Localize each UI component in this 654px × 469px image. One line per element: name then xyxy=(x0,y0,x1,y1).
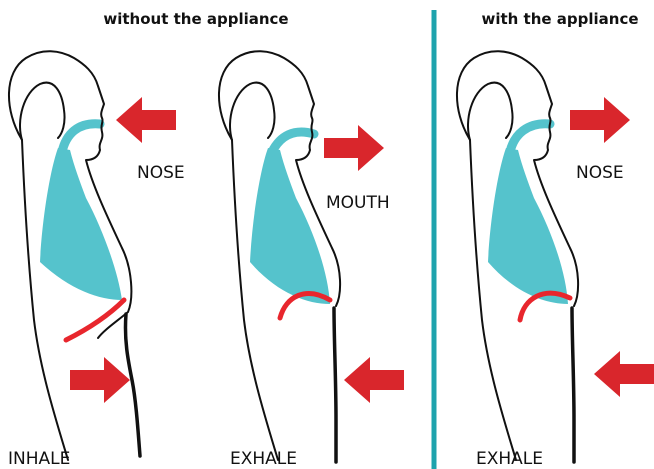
arrow-right-icon xyxy=(70,357,130,403)
airway xyxy=(272,132,314,152)
hair xyxy=(468,83,513,140)
hair xyxy=(20,83,65,140)
lungs xyxy=(40,148,122,300)
label-exhale: EXHALE xyxy=(476,449,543,469)
label-nose: NOSE xyxy=(137,163,185,183)
arrow-left-icon xyxy=(116,97,176,143)
belly-line xyxy=(334,308,336,462)
lungs xyxy=(250,148,330,304)
arrow-left-icon xyxy=(344,357,404,403)
figure-exhale-mouth: MOUTH EXHALE xyxy=(219,51,404,469)
figure-inhale: NOSE INHALE xyxy=(8,51,185,469)
label-mouth: MOUTH xyxy=(326,193,390,213)
arrow-left-icon xyxy=(594,351,654,397)
figure-exhale-appliance: NOSE EXHALE xyxy=(457,51,654,469)
arrow-right-icon xyxy=(324,125,384,171)
airway xyxy=(62,124,100,152)
hair xyxy=(230,83,275,140)
diaphragm xyxy=(66,300,124,340)
heading-with-appliance: with the appliance xyxy=(481,10,638,28)
belly-line xyxy=(125,314,140,456)
label-inhale: INHALE xyxy=(8,449,70,469)
label-exhale: EXHALE xyxy=(230,449,297,469)
belly-line xyxy=(572,308,574,462)
label-nose: NOSE xyxy=(576,163,624,183)
heading-without-appliance: without the appliance xyxy=(103,10,288,28)
airway xyxy=(510,124,550,152)
arrow-right-icon xyxy=(570,97,630,143)
lungs xyxy=(488,148,568,304)
